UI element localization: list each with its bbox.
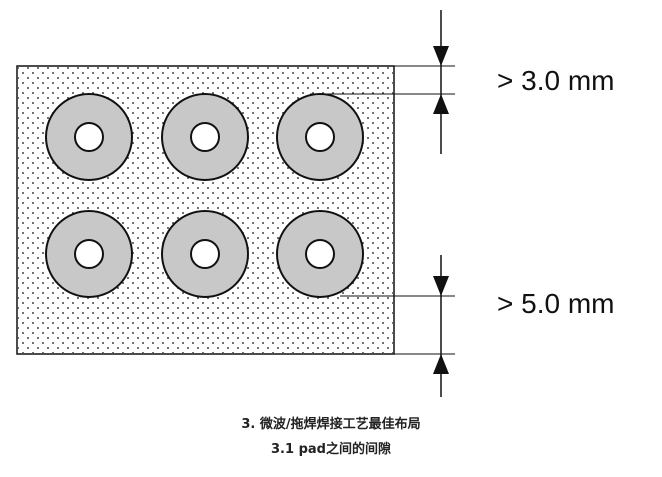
caption-subtitle: 3.1 pad之间的间隙 (271, 442, 391, 457)
pad-hole (305, 239, 335, 269)
arrow-up-icon (433, 94, 449, 114)
pad (276, 93, 364, 181)
pad-grid (45, 93, 364, 298)
dimension-label-3mm: > 3.0 mm (497, 65, 614, 96)
pad-hole (74, 122, 104, 152)
pad-hole (190, 239, 220, 269)
pad-spacing-diagram: > 3.0 mm > 5.0 mm (16, 10, 614, 397)
arrow-up-icon (433, 354, 449, 374)
pad (45, 93, 133, 181)
pad-hole (74, 239, 104, 269)
arrow-down-icon (433, 276, 449, 296)
pad-hole (305, 122, 335, 152)
dimension-3mm: > 3.0 mm (310, 10, 614, 154)
pad (45, 210, 133, 298)
pad (276, 210, 364, 298)
arrow-down-icon (433, 46, 449, 66)
pad-hole (190, 122, 220, 152)
dimension-label-5mm: > 5.0 mm (497, 288, 614, 319)
pad (161, 210, 249, 298)
pad (161, 93, 249, 181)
dimension-5mm: > 5.0 mm (340, 255, 614, 397)
caption-title: 3. 微波/拖焊焊接工艺最佳布局 (241, 417, 421, 432)
